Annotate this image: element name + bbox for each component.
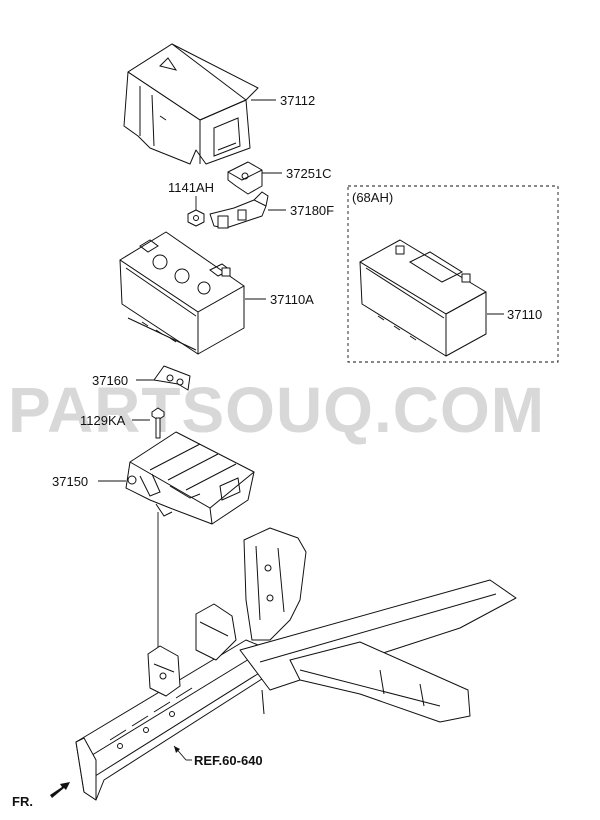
part-label-tray-cover[interactable]: 37112 xyxy=(280,93,315,108)
part-label-clamp[interactable]: 37180F xyxy=(290,203,334,218)
watermark: PARTSOUQ.COM xyxy=(8,374,545,446)
mounting-bolt[interactable] xyxy=(151,407,165,439)
terminal-cover[interactable] xyxy=(227,161,263,195)
battery-main[interactable] xyxy=(119,231,245,355)
battery-alt[interactable] xyxy=(359,239,487,357)
battery-tray-cover[interactable] xyxy=(123,43,259,165)
part-label-battery[interactable]: 37110A xyxy=(270,292,314,307)
variant-label: (68AH) xyxy=(352,190,393,205)
leader-arrow-icon xyxy=(174,746,180,753)
part-label-tray[interactable]: 37150 xyxy=(52,474,88,489)
terminal-nut[interactable] xyxy=(187,209,205,227)
body-frame-structure xyxy=(75,527,517,801)
hold-down-bracket[interactable] xyxy=(153,365,191,391)
part-label-nut[interactable]: 1141AH xyxy=(168,180,214,195)
part-label-terminal-cover[interactable]: 37251C xyxy=(286,166,332,181)
part-label-battery-alt[interactable]: 37110 xyxy=(507,307,542,322)
front-direction-label: FR. xyxy=(12,794,33,809)
front-arrow-icon xyxy=(50,782,70,798)
part-label-bracket[interactable]: 37160 xyxy=(92,373,128,388)
terminal-clamp[interactable] xyxy=(209,191,269,229)
reference-label[interactable]: REF.60-640 xyxy=(194,753,263,768)
part-label-bolt[interactable]: 1129KA xyxy=(80,413,126,428)
battery-tray[interactable] xyxy=(125,431,255,525)
variant-box xyxy=(347,185,559,363)
